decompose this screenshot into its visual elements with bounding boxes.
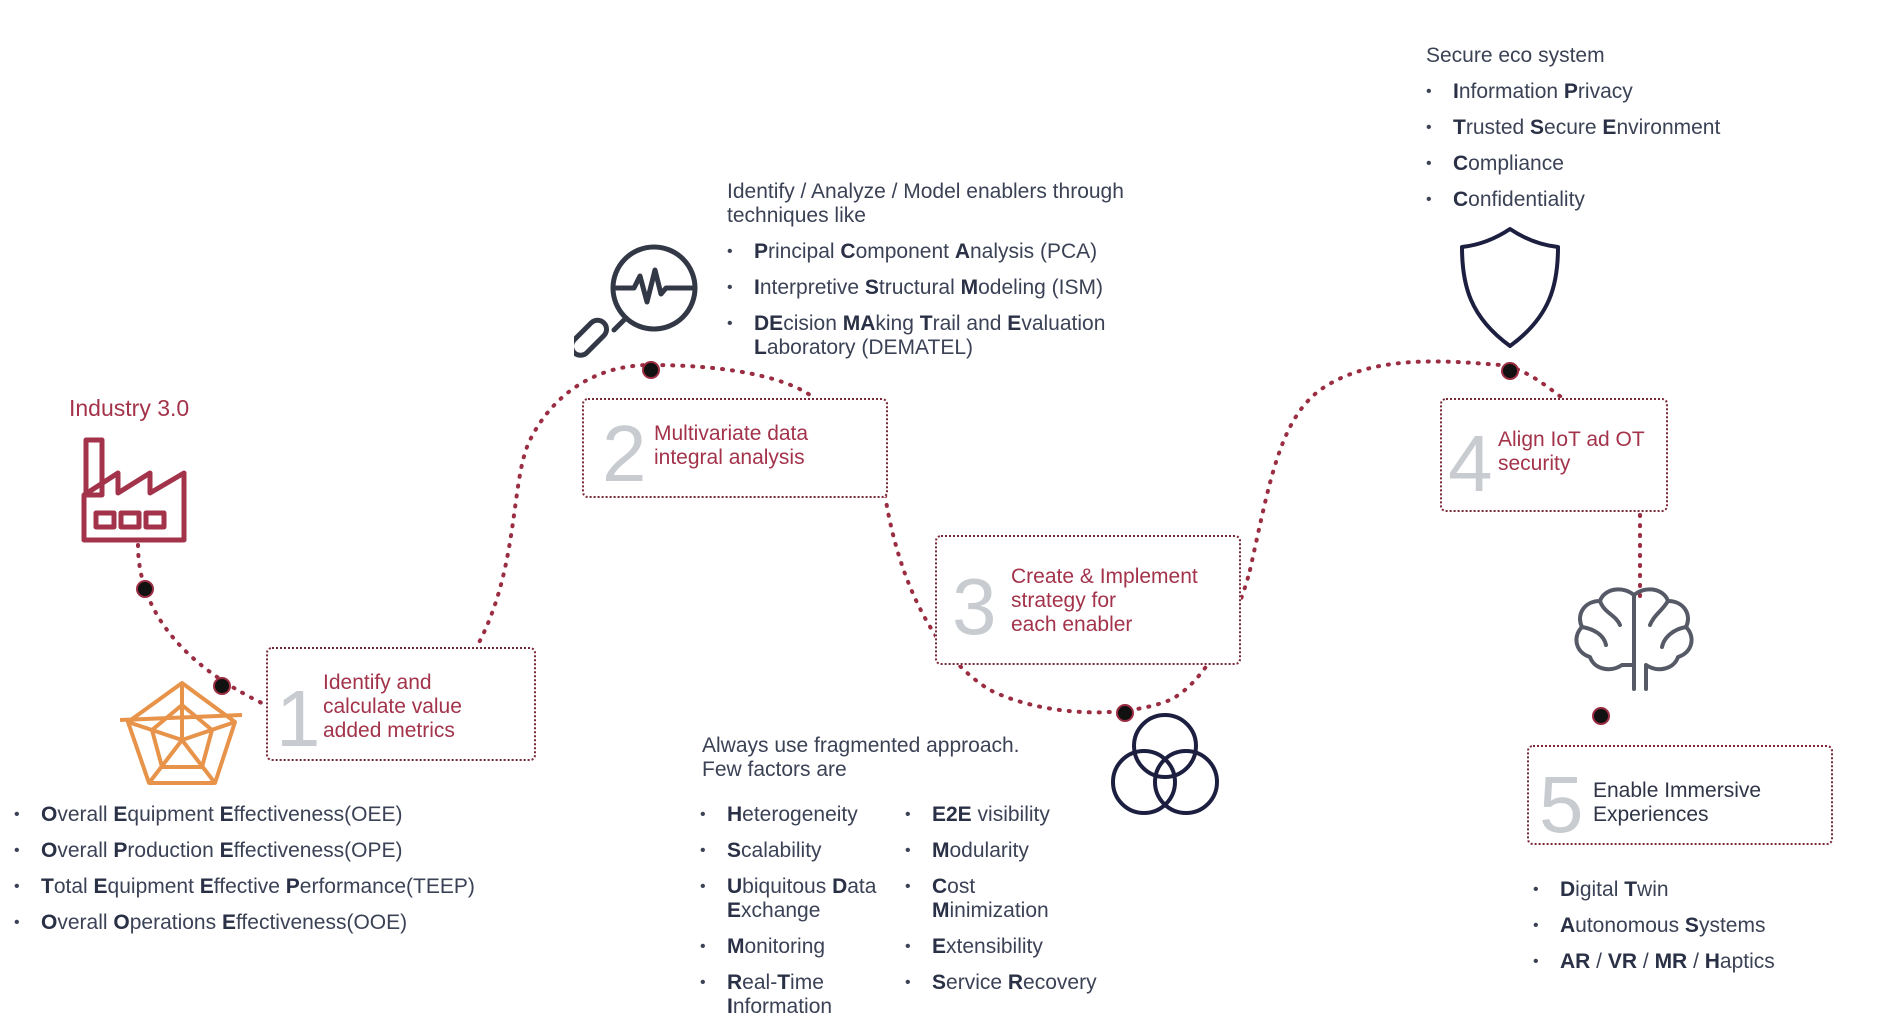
step-2-number: 2	[602, 409, 647, 498]
radar-chart-icon	[120, 681, 243, 785]
step-1-number: 1	[276, 674, 321, 763]
immersive-list: Digital TwinAutonomous Systems AR / VR / …	[1533, 878, 1775, 986]
metrics-list: Overall Equipment Effectiveness(OEE) Over…	[14, 803, 475, 947]
step-4-title-line: security	[1498, 452, 1571, 475]
step-4-title: Align IoT ad OT security	[1498, 428, 1645, 476]
list-item: Confidentiality	[1426, 188, 1720, 212]
step-1-title-line: Identify and	[323, 671, 432, 694]
list-item: AR / VR / MR / Haptics	[1533, 950, 1775, 974]
step-2-title: Multivariate data integral analysis	[654, 422, 808, 470]
list-item: Service Recovery	[905, 971, 1097, 995]
marker-dot	[1116, 704, 1134, 722]
step-3-title-line: each enabler	[1011, 613, 1133, 636]
fragmented-intro-line: Few factors are	[702, 758, 847, 781]
curve-step1-to-step2	[473, 362, 812, 652]
analysis-techniques-list: Principal Component Analysis (PCA) Interp…	[727, 240, 1105, 372]
marker-dot	[136, 580, 154, 598]
list-item: E2E visibility	[905, 803, 1097, 827]
list-item: Modularity	[905, 839, 1097, 863]
step-1-title-line: calculate value	[323, 695, 462, 718]
step-5-title-line: Experiences	[1593, 803, 1709, 826]
analysis-intro: Identify / Analyze / Model enablers thro…	[727, 180, 1124, 228]
step-5-title: Enable Immersive Experiences	[1593, 779, 1761, 827]
list-item: Overall Operations Effectiveness(OOE)	[14, 911, 475, 935]
curve-factory-to-step1	[136, 543, 270, 708]
step-2-title-line: integral analysis	[654, 446, 805, 469]
step-1-title: Identify and calculate value added metri…	[323, 671, 462, 743]
step-3-box: 3 Create & Implement strategy for each e…	[935, 535, 1241, 665]
list-item: Compliance	[1426, 152, 1720, 176]
step-5-number: 5	[1539, 760, 1584, 849]
fragmented-factors-col1: HeterogeneityScalabilityUbiquitous DataE…	[700, 803, 876, 1031]
step-4-number: 4	[1448, 419, 1493, 508]
step-2-title-line: Multivariate data	[654, 422, 809, 445]
step-2-box: 2 Multivariate data integral analysis	[582, 398, 888, 498]
security-list: Information PrivacyTrusted Secure Enviro…	[1426, 80, 1720, 224]
list-item: Scalability	[700, 839, 876, 863]
list-item: Information Privacy	[1426, 80, 1720, 104]
step-4-title-line: Align IoT ad OT	[1498, 428, 1645, 451]
list-item: Extensibility	[905, 935, 1097, 959]
venn-circles-icon	[1111, 713, 1219, 815]
magnifier-pulse-icon	[574, 244, 698, 358]
brain-icon	[1574, 587, 1694, 691]
marker-dot	[213, 677, 231, 695]
industry-label: Industry 3.0	[69, 395, 190, 421]
list-item: Trusted Secure Environment	[1426, 116, 1720, 140]
security-intro: Secure eco system	[1426, 44, 1605, 67]
step-3-number: 3	[952, 562, 997, 651]
step-5-title-line: Enable Immersive	[1593, 779, 1762, 802]
list-item: Principal Component Analysis (PCA)	[727, 240, 1105, 264]
list-item: Digital Twin	[1533, 878, 1775, 902]
fragmented-intro-line: Always use fragmented approach.	[702, 734, 1020, 757]
analysis-intro-line: Identify / Analyze / Model enablers thro…	[727, 180, 1124, 203]
curve-step3-to-step4	[1248, 359, 1567, 572]
list-item: DEcision MAking Trail and EvaluationLabo…	[727, 312, 1105, 360]
marker-dot	[1501, 362, 1519, 380]
list-item: Monitoring	[700, 935, 876, 959]
list-item: Overall Production Effectiveness(OPE)	[14, 839, 475, 863]
step-5-box: 5 Enable Immersive Experiences	[1527, 745, 1833, 845]
step-1-box: 1 Identify and calculate value added met…	[266, 647, 536, 761]
marker-dot	[1592, 707, 1610, 725]
list-item: Autonomous Systems	[1533, 914, 1775, 938]
step-1-title-line: added metrics	[323, 719, 455, 742]
list-item: Heterogeneity	[700, 803, 876, 827]
fragmented-intro: Always use fragmented approach. Few fact…	[702, 734, 1020, 782]
list-item: Interpretive Structural Modeling (ISM)	[727, 276, 1105, 300]
list-item: Total Equipment Effective Performance(TE…	[14, 875, 475, 899]
step-3-title: Create & Implement strategy for each ena…	[1011, 565, 1198, 637]
marker-dot	[642, 361, 660, 379]
fragmented-factors-col2: E2E visibilityModularityCostMinimization…	[905, 803, 1097, 1007]
step-3-title-line: strategy for	[1011, 589, 1117, 612]
analysis-intro-line: techniques like	[727, 204, 866, 227]
shield-icon	[1460, 227, 1560, 348]
step-3-title-line: Create & Implement	[1011, 565, 1198, 588]
list-item: Overall Equipment Effectiveness(OEE)	[14, 803, 475, 827]
step-4-box: 4 Align IoT ad OT security	[1440, 398, 1668, 512]
factory-icon	[81, 437, 187, 543]
